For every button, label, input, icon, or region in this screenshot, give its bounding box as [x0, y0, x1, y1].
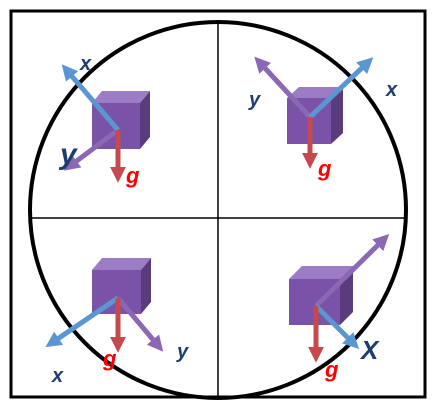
x-axis-arrow	[61, 64, 120, 132]
x-axis-label: X	[359, 335, 380, 365]
y-axis-arrow	[314, 234, 390, 308]
y-axis-arrow	[63, 128, 120, 171]
y-axis-label: y	[176, 341, 189, 363]
quadrant-bottom-left: x y g	[45, 258, 189, 387]
cube-side-face	[141, 258, 151, 314]
y-axis-label: y	[58, 138, 78, 171]
quadrant-top-right: x y g	[248, 56, 398, 181]
x-axis-arrow	[308, 57, 374, 119]
gravity-label: g	[102, 346, 117, 371]
quadrant-top-left: x y g	[58, 53, 150, 188]
cube-top-face	[287, 87, 343, 98]
cube-side-face	[331, 87, 343, 144]
x-axis-label: x	[79, 53, 92, 75]
cube-top-face	[92, 91, 150, 103]
cube-bottom-right	[289, 266, 353, 325]
gravity-label: g	[317, 156, 332, 181]
gravity-label: g	[324, 357, 339, 382]
y-axis-arrow	[116, 296, 164, 352]
cube-top-face	[92, 258, 151, 270]
x-axis-arrow	[314, 304, 360, 350]
cube-top-face	[289, 266, 353, 279]
y-axis-arrow	[254, 56, 312, 119]
x-axis-label: x	[385, 79, 398, 101]
gravity-label: g	[125, 163, 140, 188]
x-axis-arrow	[45, 295, 120, 348]
quadrant-bottom-right: X g	[289, 234, 390, 382]
cube-side-face	[140, 91, 150, 149]
cube-bottom-left	[92, 258, 151, 314]
y-axis-label: y	[248, 89, 261, 111]
x-axis-label: x	[51, 365, 64, 387]
